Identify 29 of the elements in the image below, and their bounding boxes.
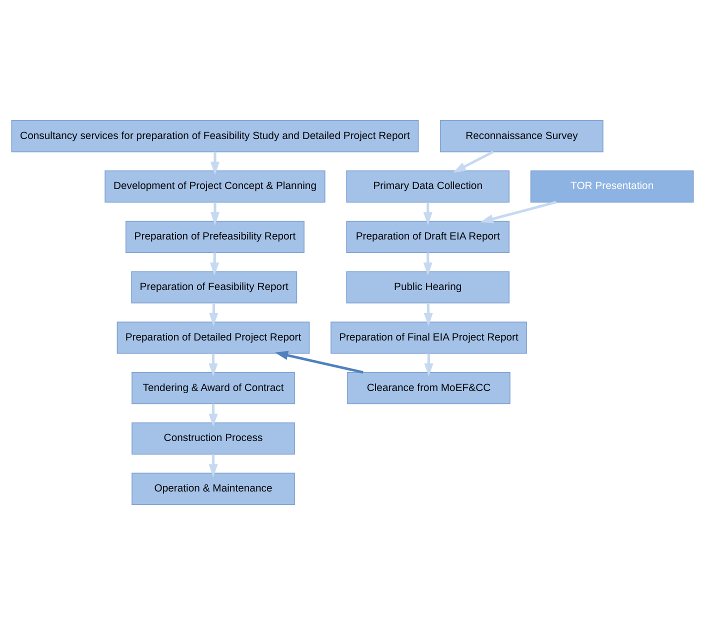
node-box: Preparation of Feasibility Report [131,270,298,303]
node-box: Construction Process [132,422,295,454]
arrow [208,403,218,426]
arrow [480,200,556,223]
arrow [209,302,218,326]
arrow [210,202,220,225]
node-box: Primary Data Collection [346,170,510,202]
node-box: Preparation of Detailed Project Report [116,321,310,354]
node-box: Clearance from MoEF&CC [347,372,510,404]
node-box: Reconnaissance Survey [440,120,604,152]
node-box: Preparation of Draft EIA Report [346,220,510,252]
node-box: Consultancy services for preparation of Feasibility Study and Detailed Project Report [11,120,419,152]
arrow [452,150,494,172]
arrow [423,202,432,225]
arrow [210,151,220,174]
arrow [424,352,434,376]
node-box: Preparation of Prefeasibility Report [126,220,304,252]
arrow [210,252,220,276]
node-box: Development of Project Concept & Planning [104,170,326,202]
arrow [208,454,218,477]
node-box: Tendering & Award of Contract [132,372,295,404]
arrow [423,252,432,276]
arrow [274,350,364,374]
node-box: Public Hearing [346,270,510,303]
node-box: TOR Presentation [530,170,694,202]
arrow [424,302,433,326]
arrow [208,352,218,376]
node-box: Operation & Maintenance [132,472,295,504]
node-box: Preparation of Final EIA Project Report [330,321,527,354]
